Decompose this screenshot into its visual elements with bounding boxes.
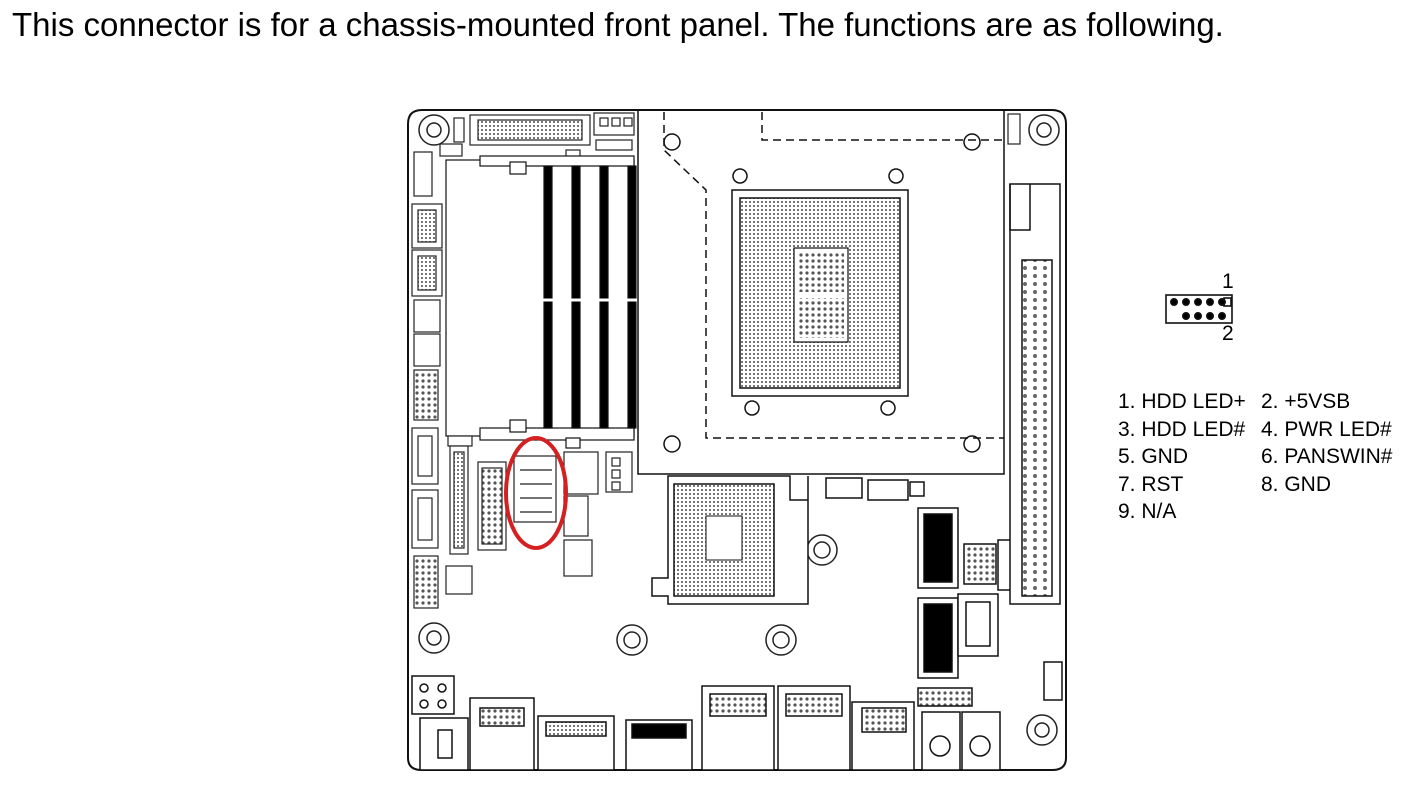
function-odd: 3. HDD LED# [1118, 417, 1246, 441]
rear-io [411, 675, 1001, 771]
function-even: 8. GND [1261, 472, 1332, 496]
function-odd: 9. N/A [1118, 500, 1177, 523]
front-panel-highlight [504, 436, 568, 550]
function-row: 1. HDD LED+ 2. +5VSB [1118, 388, 1392, 416]
pcie-slot [1009, 183, 1063, 701]
function-row: 7. RST 8. GND [1118, 471, 1392, 499]
function-odd: 5. GND [1118, 445, 1189, 468]
function-odd: 7. RST [1118, 472, 1184, 496]
mounting-holes [418, 114, 1060, 746]
board-outline [407, 109, 1067, 771]
page-heading: This connector is for a chassis-mounted … [12, 6, 1224, 43]
pin-1-label: 1 [1222, 270, 1234, 293]
middle-headers [445, 445, 633, 595]
top-connectors [413, 112, 1021, 197]
function-even: 4. PWR LED# [1261, 417, 1392, 441]
function-odd: 1. HDD LED+ [1118, 390, 1246, 413]
function-row: 9. N/A [1118, 498, 1392, 526]
function-even: 6. PANSWIN# [1261, 445, 1393, 468]
front-panel-connector-icon [1165, 294, 1233, 324]
memory-slots [445, 155, 640, 449]
cpu-socket [637, 109, 1005, 475]
m2-slots [917, 507, 1017, 679]
function-row: 3. HDD LED# 4. PWR LED# [1118, 416, 1392, 444]
function-list: 1. HDD LED+ 2. +5VSB 3. HDD LED# 4. PWR … [1118, 388, 1392, 526]
chipset [651, 475, 925, 605]
function-even: 2. +5VSB [1261, 390, 1351, 413]
function-row: 5. GND 6. PANSWIN# [1118, 443, 1392, 471]
pin-2-label: 2 [1222, 322, 1234, 345]
left-side-ports [411, 203, 473, 609]
